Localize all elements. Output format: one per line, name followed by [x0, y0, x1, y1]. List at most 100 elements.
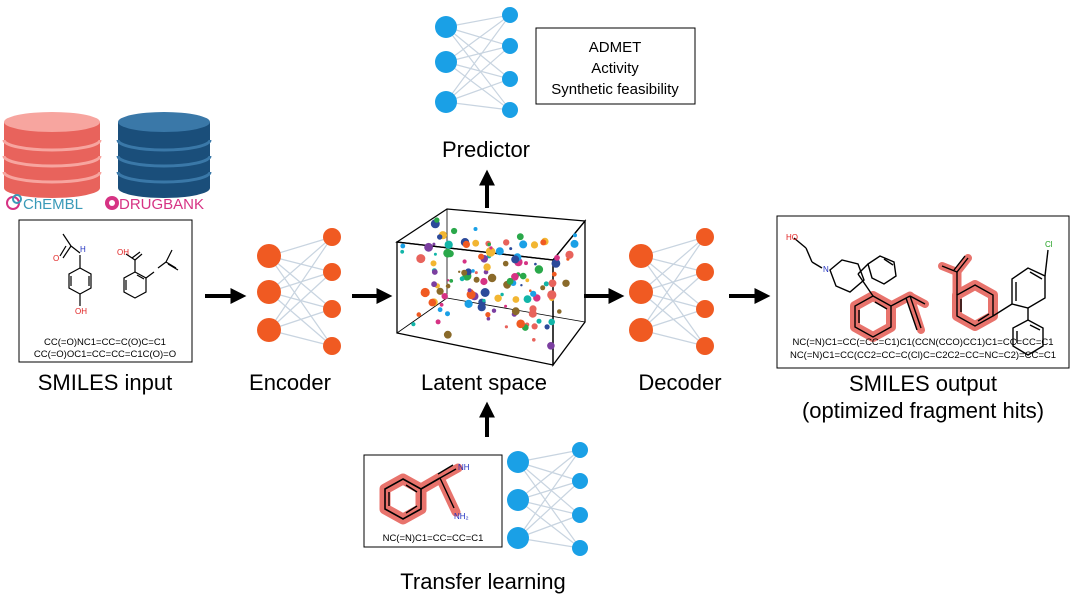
network-edge [268, 236, 333, 293]
latent-point [511, 255, 520, 264]
latent-point [447, 279, 450, 282]
encoder-node [257, 280, 281, 304]
network-edge [517, 449, 581, 539]
latent-point [547, 342, 555, 350]
latent-point [540, 285, 546, 291]
network-edge [517, 499, 581, 549]
network-edge [445, 45, 511, 103]
latent-point [523, 295, 532, 303]
latent-point [525, 278, 530, 283]
output-n-label: N [823, 265, 829, 274]
input-smiles-2: CC(=O)OC1=CC=CC=C1C(O)=O [34, 349, 176, 360]
latent-point [472, 239, 480, 247]
encoder-label: Encoder [249, 370, 331, 395]
latent-point [502, 260, 509, 267]
latent-point [428, 298, 437, 307]
latent-point [491, 308, 497, 313]
latent-point [519, 272, 527, 280]
latent-point [516, 319, 525, 329]
network-edge [517, 480, 581, 539]
network-edge [445, 61, 511, 111]
encoder-network [257, 228, 341, 355]
latent-point [503, 239, 510, 246]
network-edge [445, 14, 511, 103]
latent-point [557, 309, 562, 314]
latent-point [473, 227, 478, 231]
latent-point [445, 283, 451, 289]
latent-point [509, 247, 513, 251]
latent-point [500, 292, 504, 297]
latent-point [461, 269, 468, 276]
latent-point [548, 318, 555, 326]
latent-point [551, 271, 557, 277]
latent-point [435, 319, 441, 325]
drugbank-logo: DRUGBANK [105, 196, 204, 213]
latent-point [551, 259, 561, 268]
latent-point [489, 246, 493, 250]
encoder-node [323, 337, 341, 355]
latent-point [431, 269, 438, 275]
latent-point [487, 242, 492, 247]
latent-point [573, 233, 577, 238]
latent-point [400, 243, 406, 249]
smiles-output-label: SMILES output [849, 371, 997, 396]
latent-point [511, 273, 519, 281]
latent-point [464, 299, 473, 308]
transfer-node [572, 540, 588, 556]
network-edge [640, 236, 706, 331]
latent-point [483, 263, 491, 271]
latent-points [400, 217, 579, 350]
network-edge [517, 461, 581, 549]
latent-point [431, 281, 437, 288]
amide-n-label: H [80, 245, 86, 254]
latent-point [446, 250, 454, 258]
latent-point [451, 227, 458, 235]
smiles-input-box [18, 219, 193, 363]
latent-point [462, 240, 470, 248]
predictor-node [435, 51, 457, 73]
latent-point [411, 322, 416, 327]
output-smiles-1: NC(=N)C1=CC(=CC=C1)C1(CCN(CCO)CC1)C1=CC=… [792, 337, 1053, 348]
latent-point [547, 290, 557, 300]
latent-point [443, 330, 452, 339]
latent-point [483, 269, 489, 275]
decoder-node [696, 228, 714, 246]
latent-point [459, 276, 465, 282]
hydroxyl-label: OH [75, 307, 87, 316]
flow-arrows [205, 169, 771, 437]
latent-point [534, 265, 544, 274]
latent-point [467, 288, 472, 293]
latent-point [494, 294, 502, 302]
latent-point [416, 312, 422, 317]
latent-point [531, 323, 538, 330]
latent-point [420, 287, 430, 298]
smiles-output-box [776, 215, 1070, 369]
drugbank-database-icon [116, 112, 212, 198]
latent-point [524, 261, 528, 266]
decoder-node [629, 318, 653, 342]
decoder-node [696, 337, 714, 355]
output-smiles-2: NC(=N)C1=CC(CC2=CC=C(Cl)C=C2C2=CC=NC=C2)… [790, 350, 1056, 361]
latent-point [512, 296, 520, 303]
property-admet: ADMET [589, 39, 642, 56]
decoder-node [629, 280, 653, 304]
latent-point [441, 293, 448, 300]
chembl-label: ChEMBL [23, 196, 83, 213]
network-edge [445, 26, 511, 80]
imine-label: NH [458, 463, 470, 472]
latent-point [534, 262, 537, 266]
encoder-node [323, 228, 341, 246]
decoder-node [696, 300, 714, 318]
latent-point [462, 259, 467, 264]
latent-point [519, 240, 528, 249]
latent-point [520, 284, 523, 287]
latent-point [530, 241, 539, 249]
network-edge [445, 78, 511, 103]
latent-point [504, 325, 508, 329]
latent-point [471, 269, 475, 273]
latent-point [530, 290, 537, 297]
network-edge [445, 26, 511, 47]
network-edge [268, 236, 333, 331]
latent-point [430, 260, 437, 267]
